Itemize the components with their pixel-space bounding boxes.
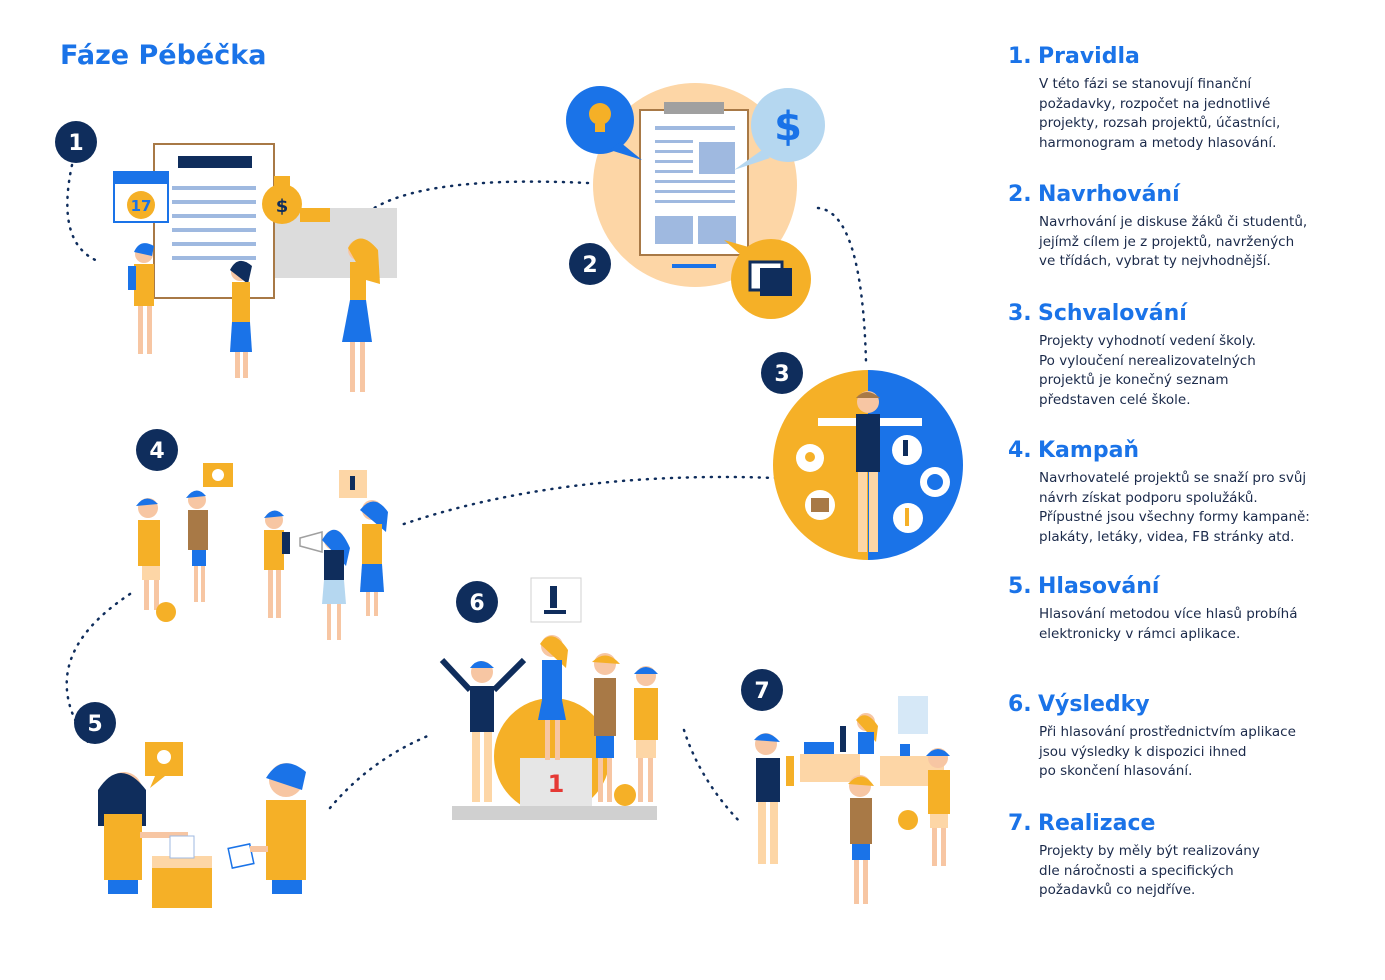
scene-realization xyxy=(754,696,950,904)
phase-3: 3.Schvalování Projekty vyhodnotí vedení … xyxy=(1008,301,1368,410)
scene-voting xyxy=(98,742,306,908)
step-badge: 2 xyxy=(569,243,611,285)
person xyxy=(848,775,874,904)
phase-description: Projekty vyhodnotí vedení školy. Po vylo… xyxy=(1039,333,1256,408)
phase-description: Hlasování metodou více hlasů probíhá ele… xyxy=(1039,606,1298,642)
step-badge: 3 xyxy=(761,352,803,394)
dollar-sign: $ xyxy=(774,104,802,150)
dotted-path xyxy=(65,163,868,824)
phase-number: 5. xyxy=(1008,574,1032,599)
person xyxy=(342,238,380,392)
person xyxy=(538,635,568,760)
step-badge: 1 xyxy=(55,121,97,163)
step-badge: 6 xyxy=(456,581,498,623)
step-badge-number: 5 xyxy=(87,712,102,737)
phase-description: Projekty by měly být realizovány dle nár… xyxy=(1039,843,1260,898)
step-badge-number: 7 xyxy=(754,679,769,704)
phase-title: Výsledky xyxy=(1038,692,1150,717)
phase-number: 1. xyxy=(1008,44,1032,69)
phase-description: Navrhování je diskuse žáků či studentů, … xyxy=(1039,214,1308,269)
step-badge-number: 2 xyxy=(582,253,597,278)
scene-rules: 17 $ xyxy=(113,143,397,392)
idea-icon xyxy=(145,742,183,788)
ballot-box-icon xyxy=(152,835,212,908)
phase-4: 4.Kampaň Navrhovatelé projektů se snaží … xyxy=(1008,438,1368,547)
phase-number: 7. xyxy=(1008,811,1032,836)
person xyxy=(592,653,620,802)
photos-icon xyxy=(724,239,811,319)
phase-number: 2. xyxy=(1008,182,1032,207)
microscope-sign xyxy=(530,577,582,623)
scene-approval xyxy=(773,370,963,560)
phase-6: 6.Výsledky Při hlasování prostřednictvím… xyxy=(1008,692,1368,782)
person xyxy=(98,772,188,894)
person xyxy=(339,470,388,616)
illustration: 17 $ xyxy=(55,83,963,908)
step-badge: 7 xyxy=(741,669,783,711)
step-badge-number: 6 xyxy=(469,591,484,616)
phase-number: 3. xyxy=(1008,301,1032,326)
phase-number: 6. xyxy=(1008,692,1032,717)
step-badge-number: 3 xyxy=(774,362,789,387)
phase-title: Hlasování xyxy=(1038,574,1160,599)
step-badge-circle xyxy=(741,669,783,711)
phase-description: Navrhovatelé projektů se snaží pro svůj … xyxy=(1039,470,1310,545)
scene-results: 1 xyxy=(439,577,658,820)
phase-1: 1.Pravidla V této fázi se stanovují fina… xyxy=(1008,44,1368,153)
person xyxy=(322,529,350,640)
phase-2: 2.Navrhování Navrhování je diskuse žáků … xyxy=(1008,182,1368,272)
money-bag-icon: $ xyxy=(262,176,302,224)
person xyxy=(128,243,154,354)
person xyxy=(250,763,306,894)
step-badge-circle xyxy=(74,702,116,744)
person xyxy=(230,260,252,378)
phase-number: 4. xyxy=(1008,438,1032,463)
phase-title: Schvalování xyxy=(1038,301,1187,326)
phase-title: Realizace xyxy=(1038,811,1156,836)
calendar-icon: 17 xyxy=(113,171,169,223)
lightbulb-icon xyxy=(566,86,642,160)
phase-description: V této fázi se stanovují finanční požada… xyxy=(1039,76,1281,151)
phase-description: Při hlasování prostřednictvím aplikace j… xyxy=(1039,724,1296,779)
page-title: Fáze Pébéčka xyxy=(60,40,267,71)
step-badge-circle xyxy=(55,121,97,163)
step-badge: 5 xyxy=(74,702,116,744)
person xyxy=(614,666,658,806)
phase-title: Navrhování xyxy=(1038,182,1180,207)
person xyxy=(264,510,290,618)
step-badge-circle xyxy=(136,429,178,471)
step-badge-circle xyxy=(456,581,498,623)
phase-badges: 1 2 3 4 5 6 7 xyxy=(55,121,803,744)
phase-title: Kampaň xyxy=(1038,438,1140,463)
person xyxy=(856,713,878,754)
scene-proposals: $ xyxy=(566,83,825,319)
step-badge-number: 1 xyxy=(68,131,83,156)
money-symbol: $ xyxy=(276,196,289,217)
phase-7: 7.Realizace Projekty by měly být realizo… xyxy=(1008,811,1368,901)
podium-place: 1 xyxy=(548,770,565,798)
person xyxy=(439,657,527,802)
megaphone-icon xyxy=(299,531,323,553)
person xyxy=(754,733,794,864)
step-badge-circle xyxy=(761,352,803,394)
scene-campaign xyxy=(136,463,388,640)
calendar-day: 17 xyxy=(131,197,152,215)
person xyxy=(898,748,950,866)
step-badge: 4 xyxy=(136,429,178,471)
dollar-icon: $ xyxy=(734,88,825,170)
step-badge-number: 4 xyxy=(149,439,164,464)
phase-5: 5.Hlasování Hlasování metodou více hlasů… xyxy=(1008,574,1368,644)
person xyxy=(186,463,233,602)
step-badge-circle xyxy=(569,243,611,285)
phase-title: Pravidla xyxy=(1038,44,1140,69)
person xyxy=(136,498,176,622)
